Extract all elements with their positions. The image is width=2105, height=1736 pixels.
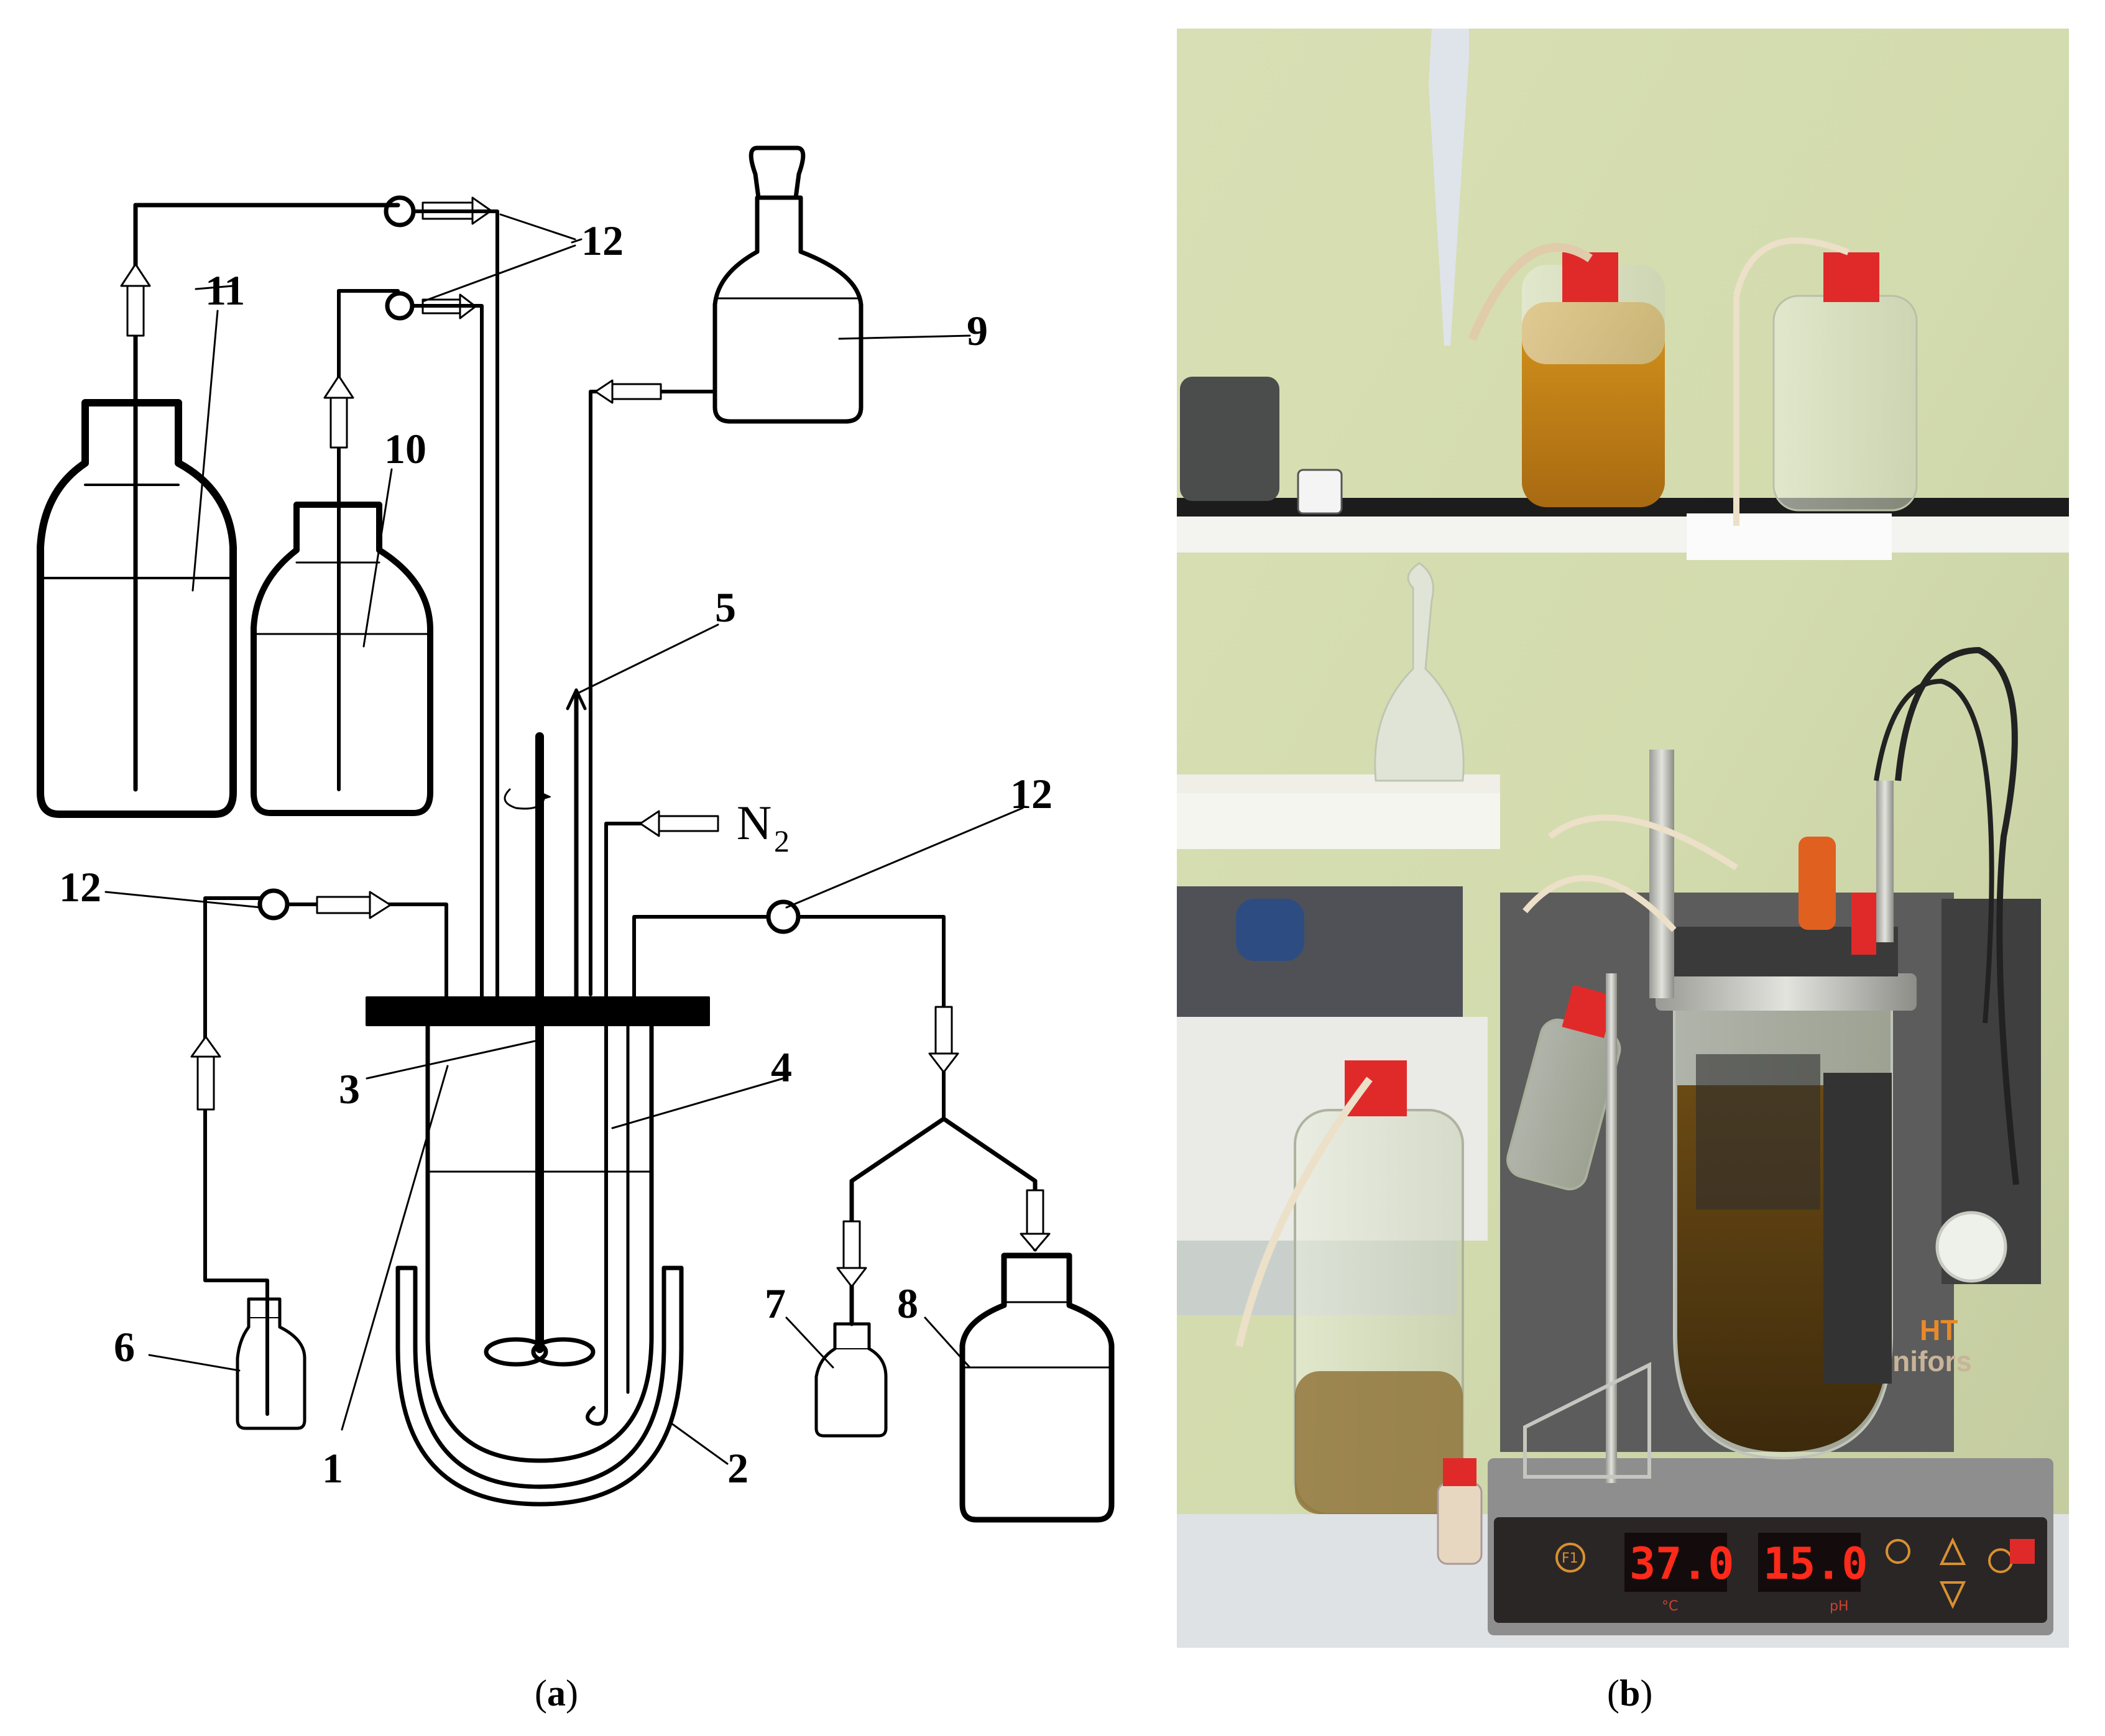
temperature-value: 37.0 (1629, 1538, 1734, 1589)
bottle-8 (959, 1252, 1115, 1523)
f1-label: F1 (1562, 1551, 1578, 1566)
label-5: 5 (715, 584, 736, 631)
down-arrow-button[interactable] (1939, 1581, 1966, 1609)
label-12-left: 12 (59, 863, 101, 911)
ph-display (1758, 1533, 1861, 1592)
label-11: 11 (205, 267, 245, 314)
brand-logo (2010, 1539, 2035, 1564)
label-3: 3 (339, 1065, 360, 1113)
pump-12-left (257, 888, 290, 921)
brand-ht-label: HT (1920, 1314, 1958, 1346)
bottle-6 (236, 1297, 306, 1430)
f-button[interactable] (1886, 1539, 1910, 1564)
up-arrow-button[interactable] (1939, 1537, 1966, 1565)
label-12-right: 12 (1010, 770, 1052, 817)
label-9: 9 (967, 307, 988, 354)
svg-text:N: N (737, 796, 772, 850)
bioreactor-photo: 37.0 15.0 °C pH F1 Minifors HT (1177, 29, 2069, 1648)
label-8: 8 (897, 1280, 918, 1327)
label-6: 6 (114, 1323, 135, 1371)
bottle-11 (37, 399, 237, 818)
label-12-top: 12 (581, 217, 624, 264)
label-1: 1 (322, 1444, 343, 1492)
ph-unit: pH (1830, 1599, 1849, 1614)
reactor-vessel (425, 1023, 654, 1463)
head-plate-photo (1656, 973, 1917, 1011)
bottle-9 (748, 145, 806, 200)
label-n2: N 2 (737, 796, 790, 858)
bottle-10 (251, 502, 433, 816)
bottle-7 (814, 1322, 888, 1438)
label-4: 4 (771, 1044, 792, 1091)
temp-unit: °C (1662, 1599, 1678, 1614)
f1-button[interactable] (1555, 1543, 1585, 1573)
ph-value: 15.0 (1763, 1538, 1868, 1589)
temperature-display (1624, 1533, 1727, 1592)
pump-12-second (385, 291, 415, 321)
power-button[interactable] (1988, 1548, 2013, 1573)
svg-text:2: 2 (774, 824, 790, 858)
reactor-jacket (395, 1265, 684, 1507)
pump-12-right (766, 899, 801, 934)
bioreactor-scheme: 12 11 10 9 5 N 2 12 12 3 4 6 7 8 1 2 (37, 145, 1115, 1523)
caption-a: (a) (535, 1673, 578, 1714)
caption-b: (b) (1607, 1673, 1653, 1714)
pump-12-top (384, 195, 416, 227)
label-7: 7 (765, 1280, 786, 1327)
label-2: 2 (727, 1444, 748, 1492)
label-10: 10 (384, 425, 426, 472)
